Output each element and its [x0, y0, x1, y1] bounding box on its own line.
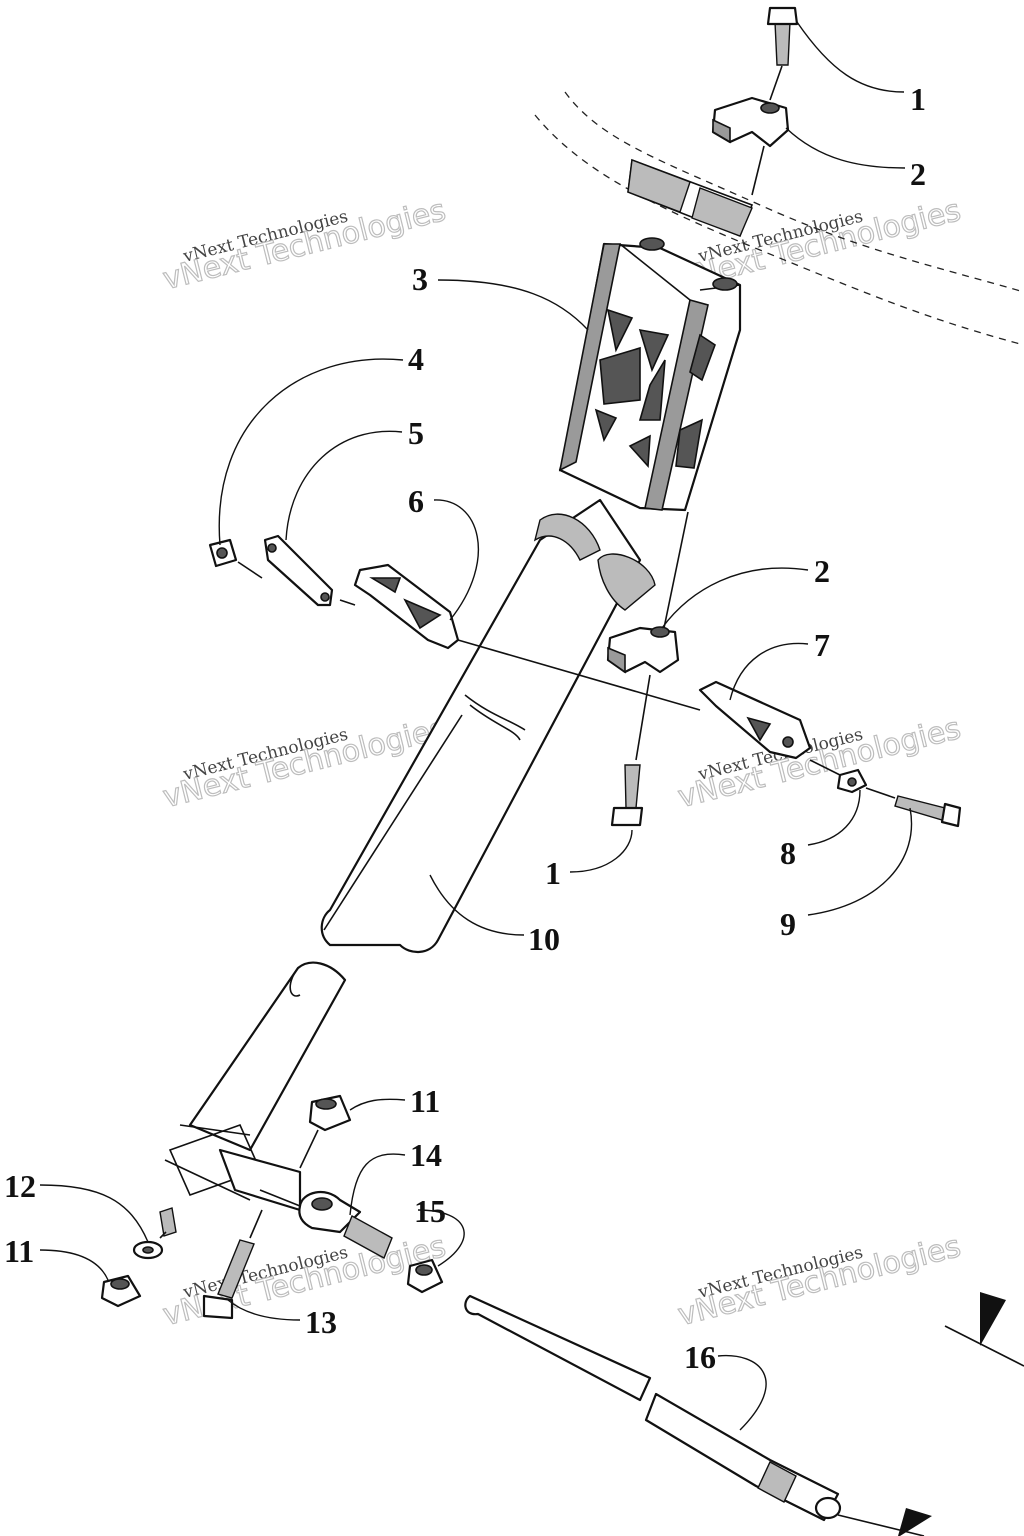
handlebar-outline	[534, 91, 1024, 346]
label-7: 7	[814, 627, 830, 663]
part-labels: 1 2 3 4 5 6 2 7 8 9 1 10 11 14 12 15 11 …	[4, 81, 926, 1375]
label-2-mid: 2	[814, 553, 830, 589]
label-15: 15	[414, 1193, 446, 1229]
tie-rod	[464, 1294, 925, 1536]
watermarks: vNext Technologies vNext Technologies vN…	[159, 192, 965, 1333]
linkage-right	[698, 680, 841, 776]
clamp-mid	[606, 626, 680, 761]
clamp-top	[711, 96, 790, 196]
arrow-marker-upper	[944, 1292, 1024, 1367]
label-9: 9	[780, 906, 796, 942]
linkage-left	[208, 534, 701, 711]
label-16: 16	[684, 1339, 716, 1375]
label-1-mid: 1	[545, 855, 561, 891]
bolt-lower	[202, 1209, 263, 1320]
label-2-top: 2	[910, 156, 926, 192]
riser-block	[558, 237, 742, 629]
bolt-top	[766, 6, 799, 101]
steering-post-lower	[159, 961, 347, 1237]
watermark-bottom-left: vNext Technologies vNext Technologies	[159, 1228, 450, 1333]
watermark-mid-right: vNext Technologies vNext Technologies	[674, 710, 965, 815]
washer-left	[132, 1231, 167, 1260]
label-12: 12	[4, 1168, 36, 1204]
label-11-left: 11	[4, 1233, 34, 1269]
nut-15	[406, 1258, 444, 1294]
tie-rod-end	[259, 1189, 393, 1259]
steering-post-upper	[320, 498, 656, 953]
label-14: 14	[410, 1137, 442, 1173]
label-11-right: 11	[410, 1083, 440, 1119]
nut-right	[299, 1094, 352, 1169]
leader-lines	[39, 21, 913, 1431]
label-5: 5	[408, 415, 424, 451]
watermark-bottom-right: vNext Technologies vNext Technologies	[674, 1228, 965, 1333]
nut-and-bolt-right	[836, 768, 962, 828]
label-6: 6	[408, 483, 424, 519]
bolt-mid	[610, 764, 644, 827]
watermark-top-left: vNext Technologies vNext Technologies	[159, 192, 450, 297]
label-10: 10	[528, 921, 560, 957]
label-4: 4	[408, 341, 424, 377]
label-13: 13	[305, 1304, 337, 1340]
nut-left	[100, 1274, 142, 1308]
label-1-top: 1	[910, 81, 926, 117]
label-3: 3	[412, 261, 428, 297]
label-8: 8	[780, 835, 796, 871]
arrow-marker-lower	[898, 1508, 932, 1536]
